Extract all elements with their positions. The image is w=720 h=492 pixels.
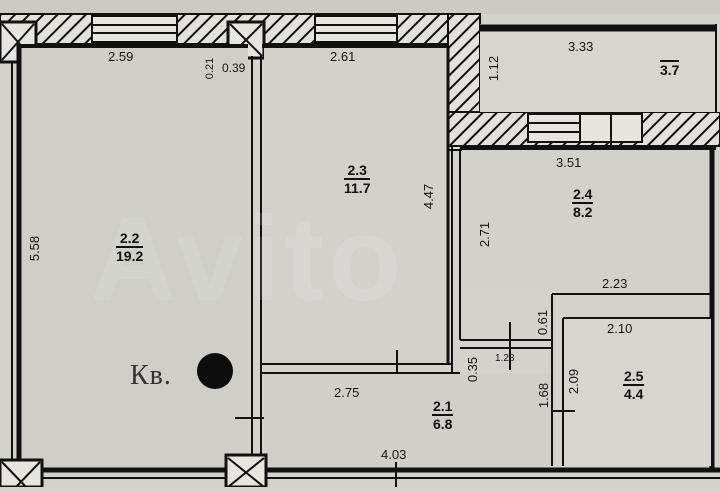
dim-room22-top: 2.59: [108, 49, 134, 64]
room-2-5-label: 2.5 4.4: [623, 368, 645, 402]
room-number: 2.3: [344, 162, 371, 180]
room-number: [660, 60, 680, 62]
watermark: Avito: [90, 192, 406, 326]
dim-room25-outer-top: 2.23: [602, 276, 628, 291]
dim-room24-top: 3.51: [556, 155, 582, 170]
dim-small-128: 1.28: [495, 353, 515, 364]
room-2-2-label: 2.2 19.2: [116, 230, 144, 264]
balcony-label: 3.7: [660, 60, 680, 78]
room-2-1-label: 2.1 6.8: [432, 398, 454, 432]
room-number: 2.4: [572, 186, 594, 204]
room-area: 6.8: [433, 416, 453, 432]
dim-room22-side: 5.58: [27, 235, 43, 262]
dim-small-035: 0.35: [465, 356, 481, 383]
apartment-label: Кв.: [130, 360, 172, 391]
dim-room25-side: 2.09: [566, 368, 582, 395]
dim-hall-bottom: 4.03: [381, 447, 407, 462]
room-area: 8.2: [573, 204, 593, 220]
dim-hall-top: 2.75: [334, 385, 360, 400]
room-number: 2.2: [116, 230, 144, 248]
dim-small-168: 1.68: [536, 382, 552, 409]
dim-col-a: 0.21: [204, 57, 217, 80]
room-2-3-label: 2.3 11.7: [344, 162, 371, 196]
room-number: 2.5: [623, 368, 645, 386]
room-area: 3.7: [660, 62, 680, 78]
dim-room24-side: 2.71: [477, 221, 493, 248]
room-2-4-label: 2.4 8.2: [572, 186, 594, 220]
dim-col-b: 0.39: [222, 61, 246, 75]
room-area: 19.2: [116, 248, 144, 264]
dim-room23-top: 2.61: [330, 49, 356, 64]
dim-room23-side: 4.47: [421, 183, 437, 210]
dim-balcony-top: 3.33: [568, 39, 594, 54]
dim-room25-top: 2.10: [607, 321, 633, 336]
room-number: 2.1: [432, 398, 454, 416]
dim-small-061: 0.61: [535, 309, 551, 336]
room-area: 4.4: [624, 386, 644, 402]
redacted-apartment-number: [197, 353, 233, 389]
dim-balcony-side: 1.12: [486, 55, 502, 82]
room-area: 11.7: [344, 180, 371, 196]
